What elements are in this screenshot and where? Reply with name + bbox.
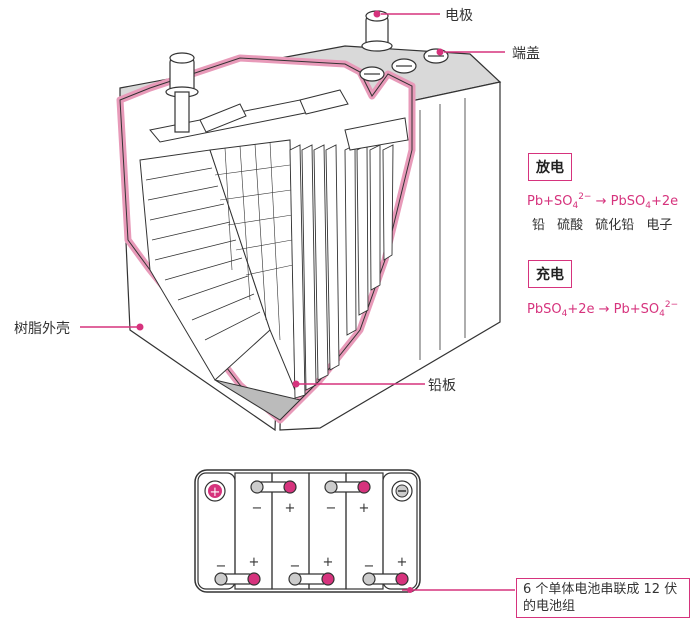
battery-bottom — [214, 379, 321, 421]
terminal-left — [165, 52, 199, 133]
plate-dot — [292, 380, 300, 388]
sign: − — [290, 559, 301, 574]
terminal-cover-label: 端盖 — [512, 46, 540, 62]
case-dot — [136, 323, 144, 331]
plate-straps — [149, 89, 409, 151]
resin-case-label: 树脂外壳 — [14, 321, 70, 337]
battery-top-view: + − + − + − + − + − — [194, 469, 515, 593]
sign: − — [216, 559, 227, 574]
top-connectors — [250, 480, 371, 494]
sign: + — [397, 555, 408, 570]
sign: − — [364, 559, 375, 574]
lead-plate-label: 铅板 — [428, 378, 456, 394]
discharge-formula: Pb+SO42− → PbSO4+2e — [527, 192, 679, 211]
sign: + — [323, 555, 334, 570]
vertical-plates — [289, 144, 394, 399]
charge-formula: PbSO4+2e → Pb+SO42− — [527, 300, 679, 319]
charge-title: 充电 — [528, 260, 572, 288]
electrode-label: 电极 — [445, 8, 473, 24]
discharge-title: 放电 — [528, 153, 572, 181]
bottom-connectors — [214, 572, 409, 586]
plate-stack-left — [139, 149, 271, 381]
electrode-dot — [373, 10, 381, 18]
battery-group-caption: 6 个单体电池串联成 12 伏的电池组 — [516, 578, 690, 618]
sign: + — [285, 501, 296, 516]
sign: − — [252, 501, 263, 516]
top-view-frame — [194, 469, 421, 593]
svg-text:+: + — [210, 485, 221, 500]
cover-dot — [436, 48, 444, 56]
cell-signs: − + − + − + − + − + — [216, 501, 408, 574]
sign: − — [326, 501, 337, 516]
discharge-names: 铅 硫酸 硫化铅 电子 — [532, 218, 673, 233]
sign: + — [249, 555, 260, 570]
sign: + — [359, 501, 370, 516]
